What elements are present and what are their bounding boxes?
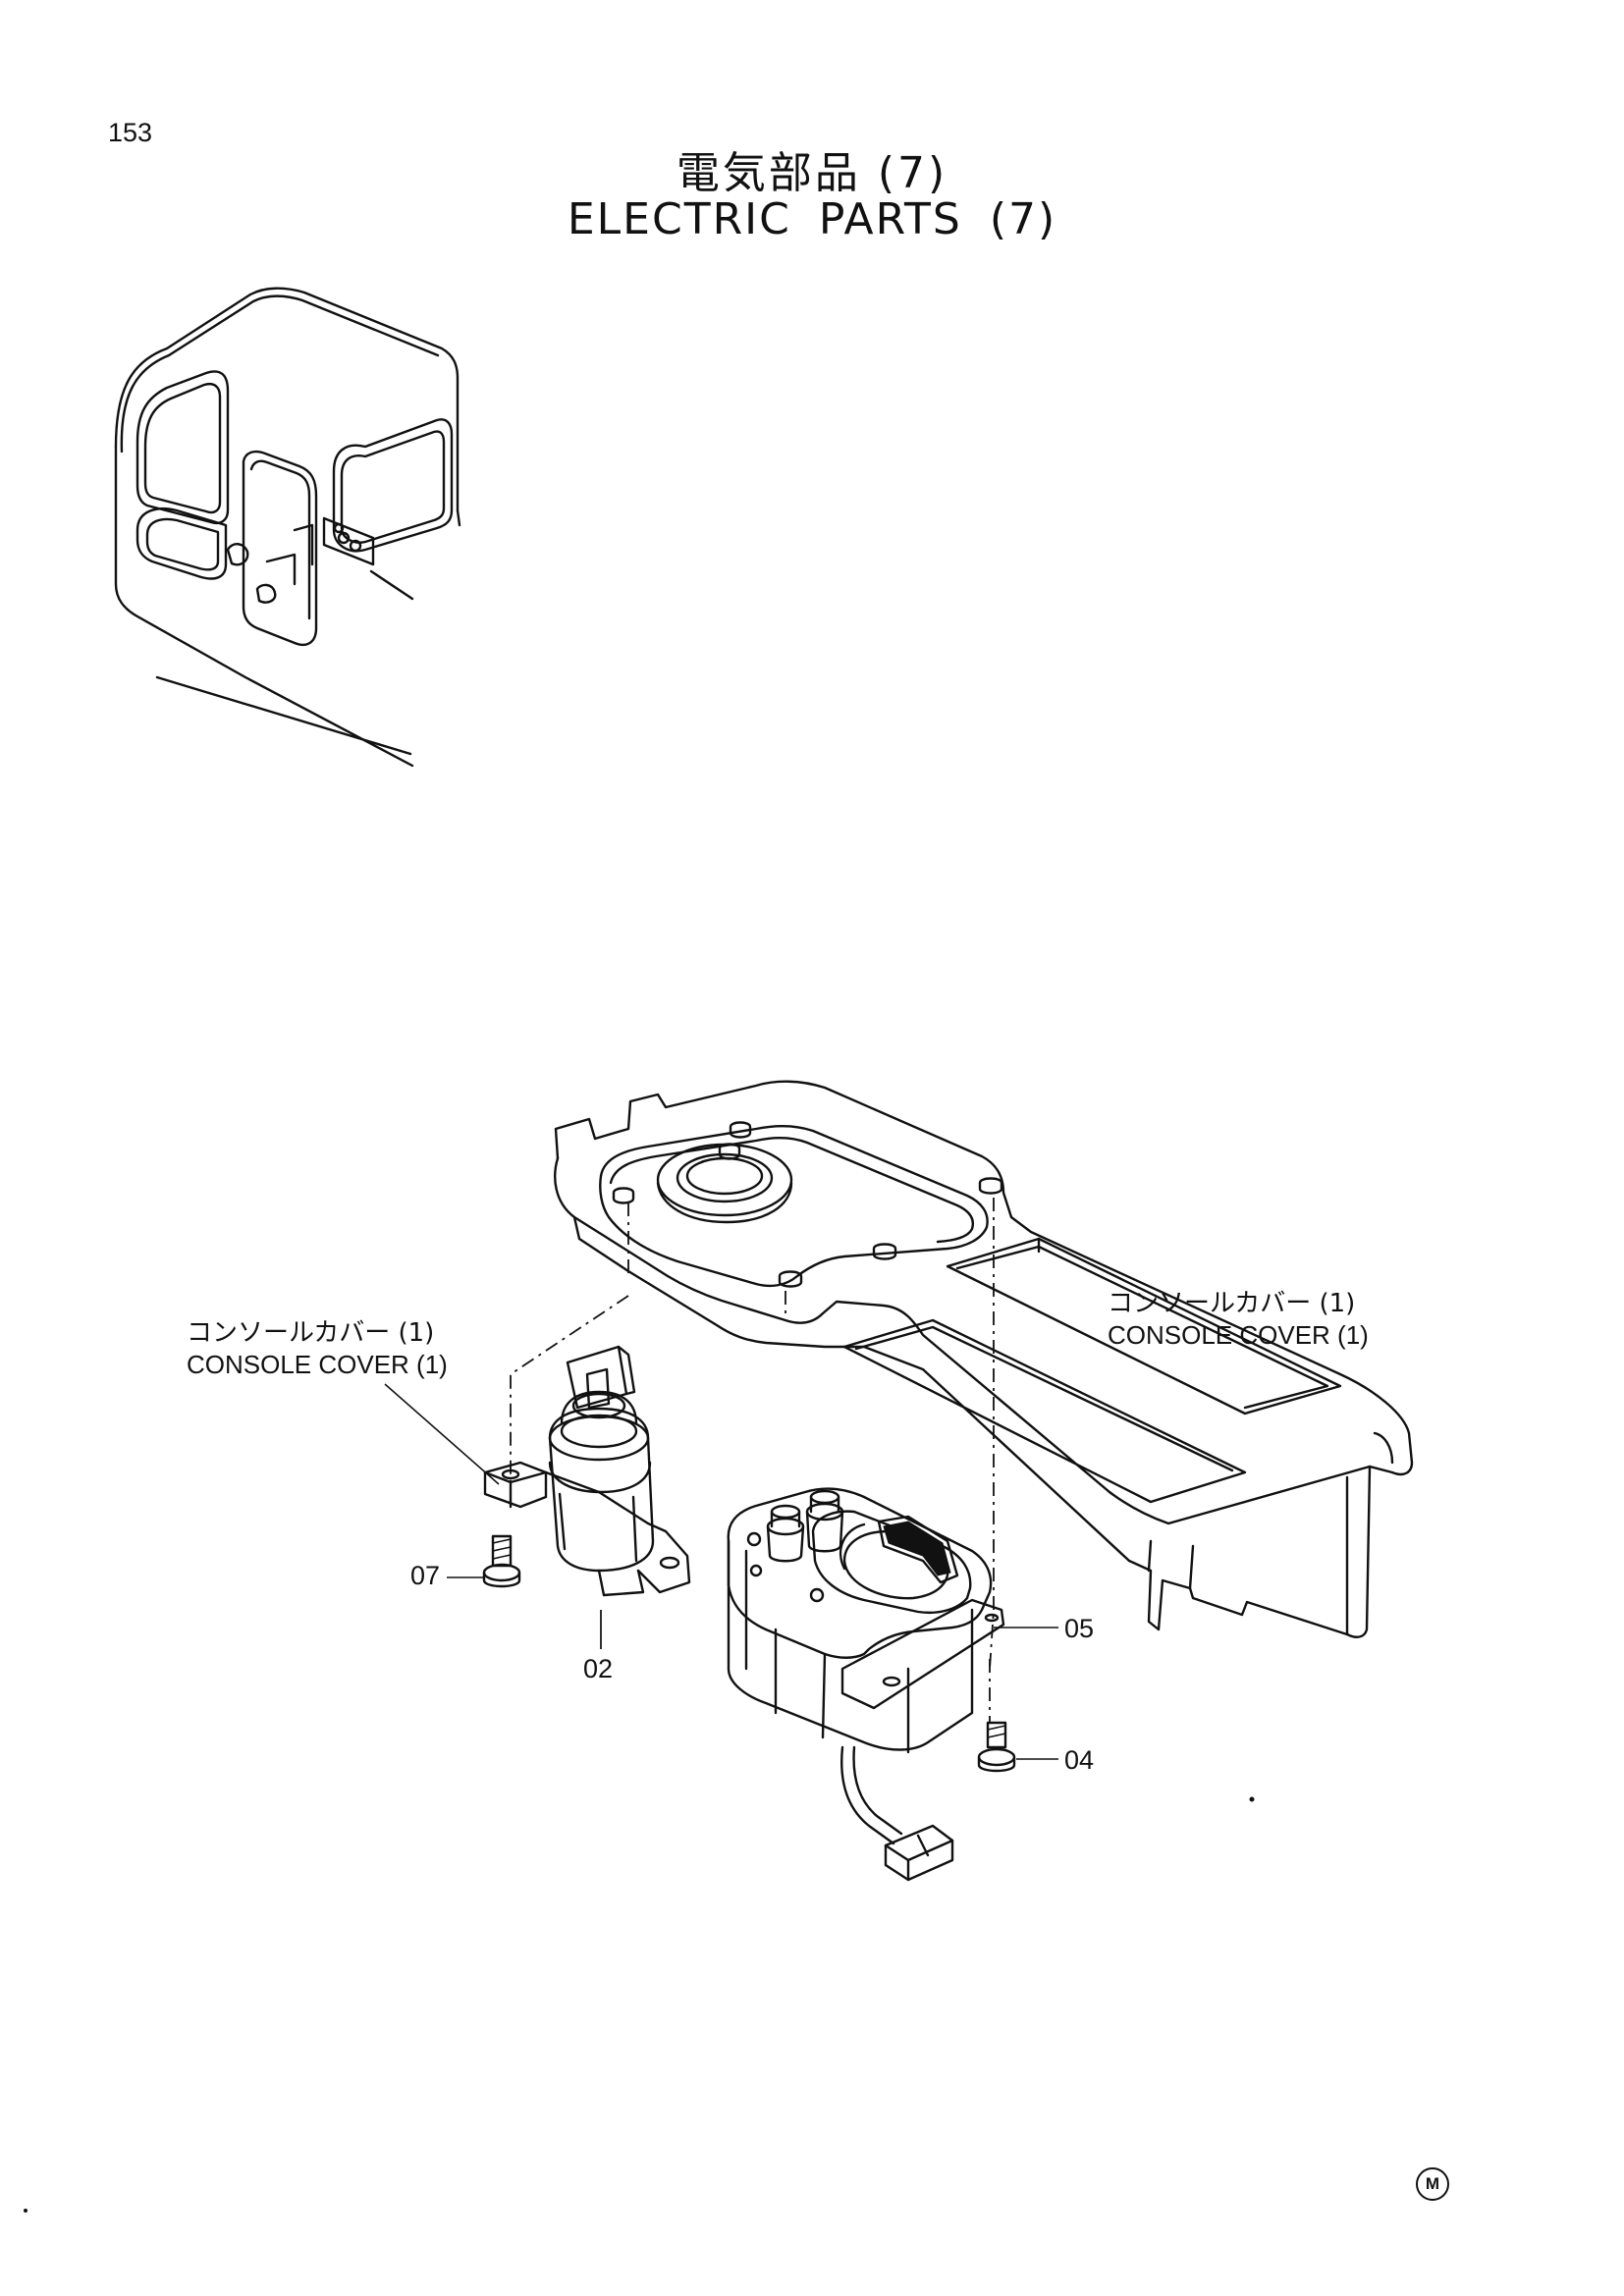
part-number-05: 05 (1064, 1614, 1095, 1643)
part-number-02: 02 (583, 1654, 614, 1683)
title-japanese: 電気部品 (7) (676, 148, 948, 198)
part-number-07: 07 (410, 1561, 441, 1590)
callout-console-cover-right: コンソールカバー (1) CONSOLE COVER (1) (1108, 1288, 1369, 1351)
callout-console-cover-left: コンソールカバー (1) CONSOLE COVER (1) (187, 1317, 448, 1380)
assembly-centerlines (510, 1198, 995, 1723)
callout-label-en: CONSOLE COVER (1) (1108, 1320, 1369, 1350)
callout-label-jp: コンソールカバー (1) (187, 1318, 435, 1348)
part-number-04: 04 (1064, 1745, 1095, 1775)
maker-mark: M (1416, 2167, 1449, 2201)
bolt-icon (482, 1534, 1016, 1773)
scan-specks (24, 1796, 1255, 2213)
title-english: ELECTRIC PARTS (7) (567, 194, 1057, 244)
callout-label-en: CONSOLE COVER (1) (187, 1350, 448, 1379)
control-dial-illustration (727, 1487, 1005, 1882)
leader-lines (384, 1383, 1058, 1760)
console-cover-illustration (554, 1080, 1414, 1638)
callout-label-jp: コンソールカバー (1) (1108, 1289, 1356, 1318)
key-switch-illustration (483, 1345, 691, 1649)
page-number: 153 (108, 118, 153, 147)
cab-overview-illustration (114, 287, 461, 768)
